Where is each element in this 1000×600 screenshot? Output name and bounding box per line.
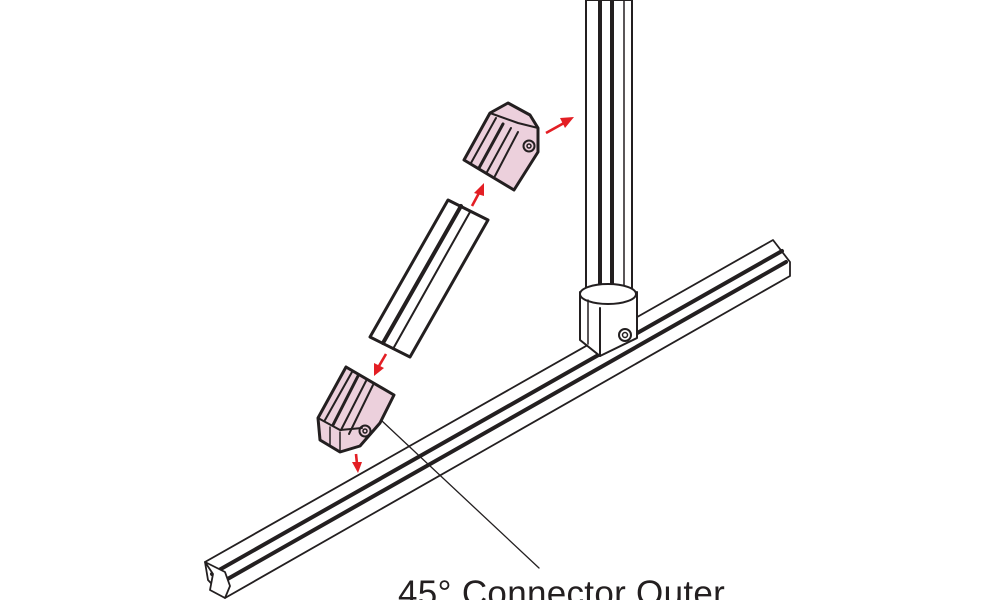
arrow-icon (374, 353, 388, 376)
part-label: 45° Connector Outer (398, 574, 726, 600)
leader-line (381, 420, 540, 569)
base-tube (204, 239, 791, 599)
arrow-icon (470, 183, 484, 207)
arrow-icon (545, 117, 574, 135)
arrow-icon (352, 453, 362, 473)
upper-45-connector (462, 101, 540, 192)
diagonal-tube (368, 198, 490, 359)
vertical-pole (585, 0, 633, 302)
set-screw-icon (618, 328, 632, 342)
t-connector-collar (579, 283, 638, 357)
lower-45-connector (316, 365, 396, 454)
